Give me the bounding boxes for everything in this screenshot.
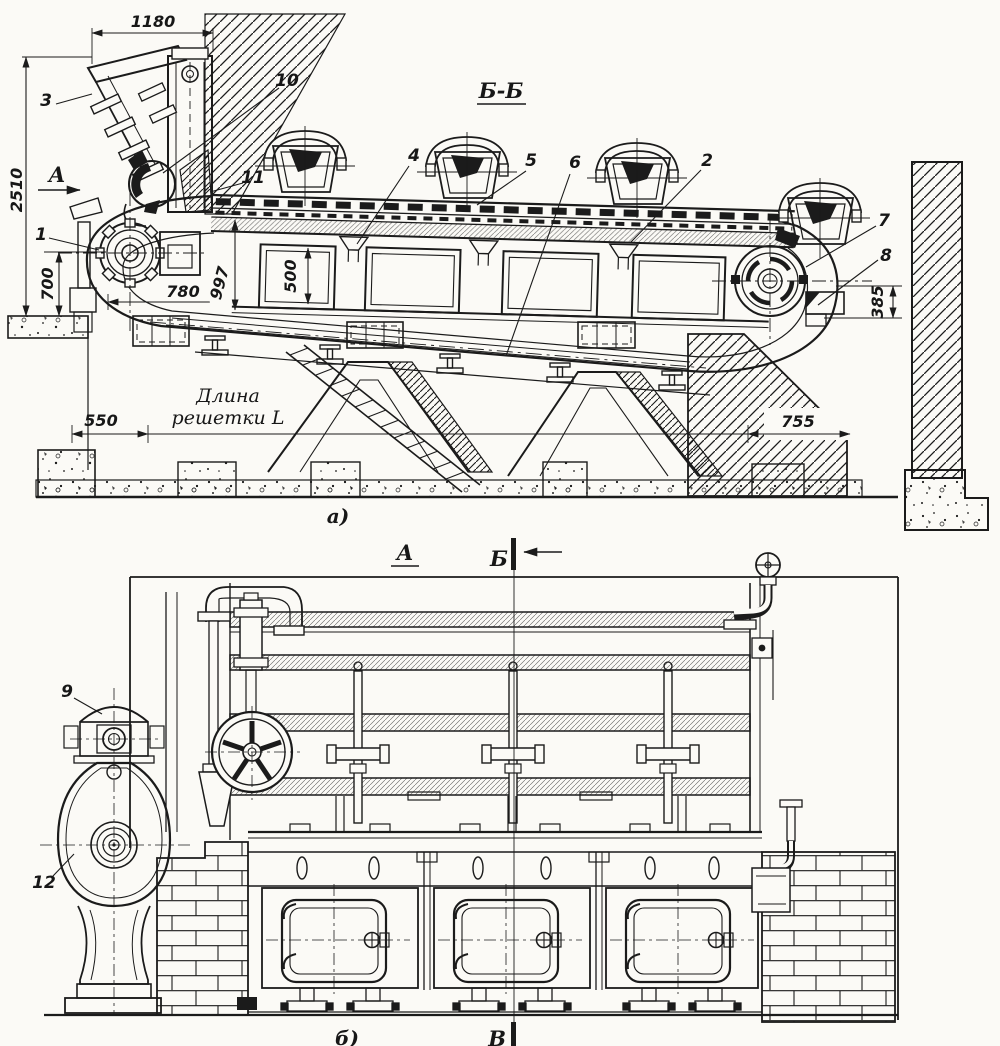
front-tension-unit [69,197,103,333]
callout-9: 9 [61,682,73,702]
callout-10: 10 [275,71,299,91]
rear-sprocket-wheel [712,218,872,345]
panel-divider-brackets [338,235,640,270]
injector-column [233,592,269,715]
grate-upper-run-and-frame [210,193,795,329]
door-support-feet [248,987,762,1013]
front-drive-sprocket [58,192,208,332]
dim-right-offset: 755 [781,412,814,431]
return-run-pedestals [194,335,711,396]
view-a-caption: а) [327,504,349,528]
view-a-section: 1180 2510 700 780 997 500 550 75 [7,12,989,531]
callout-7: 7 [878,211,890,231]
rear-building-wall [904,161,989,531]
view-b-caption: б) [335,1026,359,1046]
callout-3: 3 [40,91,52,111]
callout-leaders-view-a [48,87,879,357]
bottom-section-label: В [487,1026,506,1046]
callout-8: 8 [880,246,892,266]
drive-pedestal [64,905,162,1014]
dim-front-axle-height: 700 [38,267,57,300]
inclined-ladder-brace [285,344,481,493]
grate-length-text-1: Длина [195,385,260,407]
blow-off-valve [723,552,781,700]
callout-12: 12 [32,873,56,893]
drive-gear-housing [40,688,190,1014]
air-damper-vent-2 [416,131,518,213]
furnace-door-3 [605,884,759,994]
section-title: Б-Б [478,78,524,103]
callout-11: 11 [241,168,265,188]
furnace-door-2 [433,884,591,994]
dim-front-overhang: 780 [166,282,199,301]
callout-6: 6 [569,153,581,173]
furnace-beam-band [248,791,762,990]
right-masonry [751,851,896,1023]
foundation [7,315,898,499]
left-masonry [156,841,257,1016]
grate-length-text-2: решетки L [172,407,285,429]
frame-inspection-panels [257,243,727,322]
chain-tension-boxes [132,315,636,349]
damper-control-rods [326,661,700,824]
support-legs [267,361,724,477]
dim-panel-opening: 500 [281,259,300,292]
furnace-doors [248,884,762,1013]
dim-hopper-width: 1180 [131,12,176,31]
section-trace [511,538,562,1046]
callouts-view-b: 9 12 [32,682,103,893]
callout-numbers-view-a: 3 1 10 11 4 5 6 2 7 8 [35,71,892,266]
view-b-front: 9 12 А Б б) В [32,538,899,1046]
dim-left-offset: 550 [84,411,117,430]
furnace-door-1 [261,884,419,994]
view-b-title: А [394,540,413,565]
view-direction-label: А [46,162,65,187]
steam-pipes [197,586,305,827]
dimensions-view-a: 1180 2510 700 780 997 500 550 75 [7,12,902,443]
callout-4: 4 [407,146,420,166]
handwheel [205,706,300,800]
rear-seal-block [805,291,845,327]
callout-2: 2 [701,151,713,171]
dim-rear-drop: 385 [868,285,887,318]
section-plane-label: Б [489,546,508,571]
callout-1: 1 [35,225,47,245]
callout-5: 5 [525,151,537,171]
dim-overall-height: 2510 [7,168,26,213]
drive-unit [40,688,190,1014]
